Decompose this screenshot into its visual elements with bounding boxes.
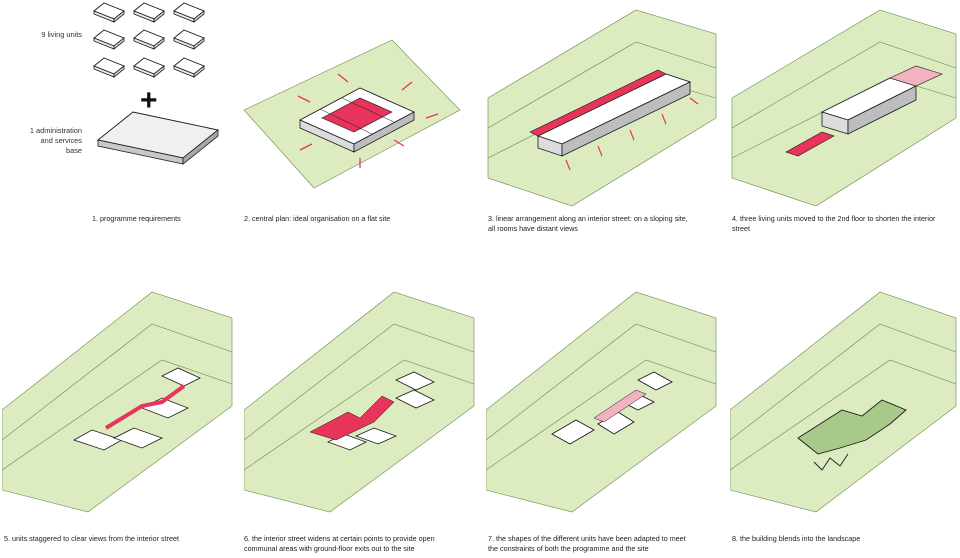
green-building xyxy=(797,399,907,471)
second-floor-diagram xyxy=(731,9,957,207)
caption-4-line-2: street xyxy=(732,224,750,233)
caption-2: 2. central plan: ideal organisation on a… xyxy=(244,214,464,224)
living-unit xyxy=(133,29,165,50)
caption-4: 4. three living units moved to the 2nd f… xyxy=(732,214,952,234)
linear-arrangement-diagram xyxy=(487,9,717,207)
widened-building xyxy=(309,371,435,451)
central-building xyxy=(298,87,416,153)
plus-symbol: + xyxy=(140,84,158,117)
caption-2-line-1: 2. central plan: ideal organisation on a… xyxy=(244,214,391,223)
central-plan-diagram xyxy=(243,39,461,189)
widened-street-diagram xyxy=(244,291,475,513)
staggered-building xyxy=(73,367,201,451)
living-unit xyxy=(173,29,205,50)
admin-base-label-line-3: base xyxy=(65,146,82,155)
living-unit xyxy=(93,2,125,23)
caption-8-line-1: 8. the building blends into the landscap… xyxy=(732,534,861,543)
caption-4-line-1: 4. three living units moved to the 2nd f… xyxy=(732,214,936,223)
admin-base-slab xyxy=(96,111,220,165)
caption-6: 6. the interior street widens at certain… xyxy=(244,534,464,554)
living-unit xyxy=(133,57,165,78)
caption-7-line-2: the constraints of both the programme an… xyxy=(488,544,649,553)
caption-6-line-1: 6. the interior street widens at certain… xyxy=(244,534,435,543)
caption-8: 8. the building blends into the landscap… xyxy=(732,534,952,544)
caption-3: 3. linear arrangement along an interior … xyxy=(488,214,708,234)
caption-1: 1. programme requirements xyxy=(92,214,312,224)
caption-5: 5. units staggered to clear views from t… xyxy=(4,534,224,544)
admin-base-label-line-1: 1 administration xyxy=(29,126,82,135)
living-unit xyxy=(133,2,165,23)
programme-diagram xyxy=(93,2,220,165)
living-units-label: 9 living units xyxy=(41,30,82,39)
linear-building xyxy=(529,69,692,157)
living-unit xyxy=(173,2,205,23)
caption-1-line-1: 1. programme requirements xyxy=(92,214,181,223)
staggered-units-diagram xyxy=(2,291,233,513)
caption-7-line-1: 7. the shapes of the different units hav… xyxy=(488,534,686,543)
adapted-shapes-diagram xyxy=(486,291,717,513)
admin-base-label-line-2: and services xyxy=(40,136,83,145)
exit-arrows xyxy=(297,73,439,168)
living-unit xyxy=(173,57,205,78)
living-unit xyxy=(93,57,125,78)
caption-5-line-1: 5. units staggered to clear views from t… xyxy=(4,534,179,543)
living-unit-tiles xyxy=(93,2,205,78)
landscape-blend-diagram xyxy=(730,291,957,513)
admin-base-label: 1 administration and services base xyxy=(8,126,82,156)
caption-3-line-1: 3. linear arrangement along an interior … xyxy=(488,214,688,223)
caption-7: 7. the shapes of the different units hav… xyxy=(488,534,708,554)
adapted-building xyxy=(551,371,673,445)
living-unit xyxy=(93,29,125,50)
caption-6-line-2: communal areas with ground-floor exits o… xyxy=(244,544,415,553)
view-arrows xyxy=(565,97,699,171)
moved-building xyxy=(785,65,943,157)
caption-3-line-2: all rooms have distant views xyxy=(488,224,578,233)
